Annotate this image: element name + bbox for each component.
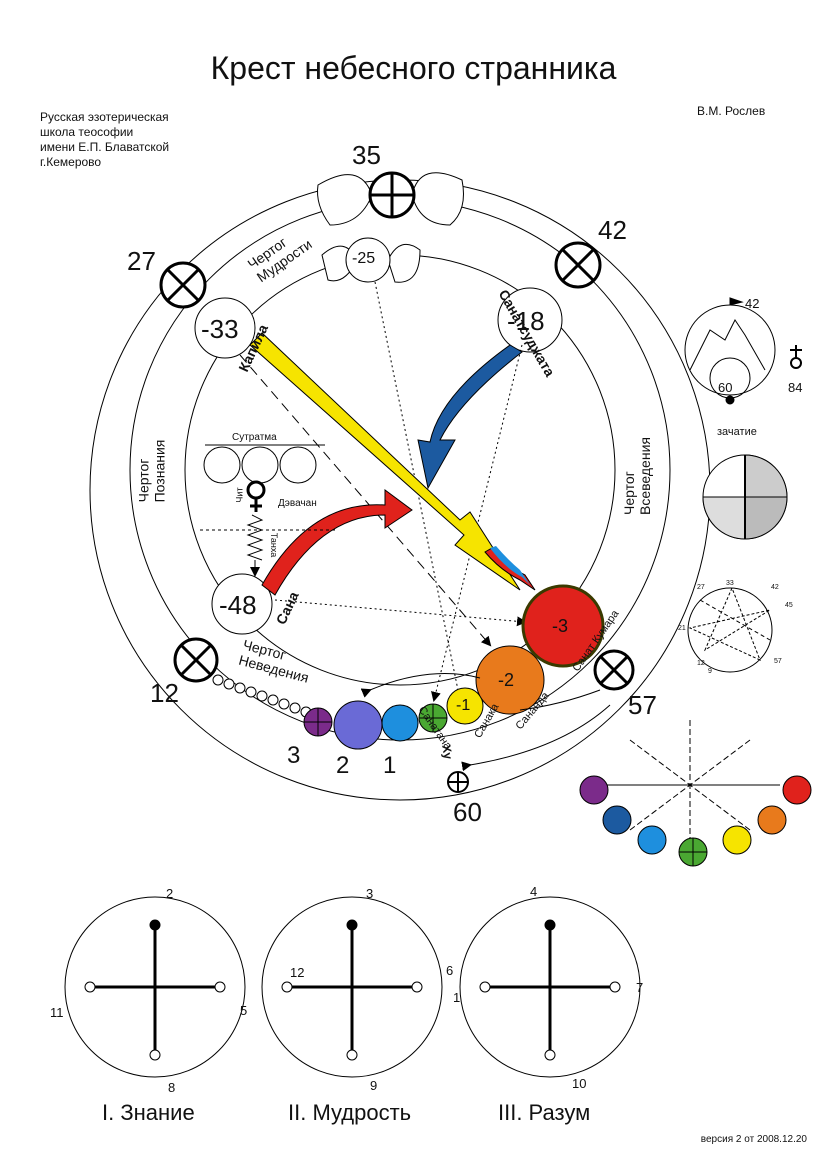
- circle-minus-25: [345, 237, 391, 283]
- label-minus-18: -18: [507, 306, 545, 336]
- bottom3-label: III. Разум: [498, 1100, 591, 1125]
- label-42: 42: [598, 215, 627, 245]
- bottom1-num: 5: [240, 1003, 248, 1018]
- bottom2-num: 9: [370, 1078, 378, 1093]
- org-line: имени Е.П. Блаватской: [40, 140, 170, 154]
- label-minus-33: -33: [201, 314, 239, 344]
- mini-label: 21: [678, 625, 686, 632]
- yellow-circle-minus-1: [446, 687, 484, 725]
- indigo-circle-2: [333, 700, 383, 750]
- devachan-label: Дэвачан: [278, 498, 317, 509]
- star-chart: [687, 587, 773, 673]
- label-12: 12: [150, 678, 179, 708]
- hall-initiation-line: Чертог: [620, 471, 637, 515]
- side-label-42: 42: [745, 296, 760, 311]
- conception-label: зачатие: [717, 426, 757, 438]
- mini-label: 33: [726, 580, 734, 587]
- label-minus-2: -2: [498, 670, 515, 690]
- bottom3-num: 1: [453, 990, 461, 1005]
- org-line: Русская эзотерическая: [40, 110, 169, 124]
- cross-circle-12: [173, 637, 219, 683]
- ignorance-bead-chain: [212, 674, 312, 718]
- wing-right-inner: [387, 243, 421, 283]
- page-title: Крест небесного странника: [210, 50, 617, 86]
- sutratma-label: Сутратма: [232, 432, 277, 443]
- bottom2-num: 12: [290, 965, 305, 980]
- uranus-icon: [790, 345, 802, 369]
- mini-label: 12: [697, 660, 705, 667]
- venus-icon: [246, 480, 266, 512]
- label-60: 60: [453, 797, 482, 827]
- bottom1-label: I. Знание: [102, 1100, 195, 1125]
- side-label-60: 60: [718, 380, 733, 395]
- wing-left-top: [317, 174, 373, 226]
- hall-knowledge-line: Познания: [151, 439, 168, 503]
- label-35: 35: [352, 140, 381, 170]
- label-57: 57: [628, 690, 657, 720]
- circle-minus-18: [497, 287, 563, 353]
- cross-circle-27: [159, 261, 207, 309]
- hall-initiation-line: Всеведения: [636, 437, 653, 515]
- org-line: г.Кемерово: [40, 155, 102, 169]
- circle-minus-48: [211, 573, 273, 635]
- mini-label: 42: [771, 584, 779, 591]
- mini-label: 9: [708, 668, 712, 675]
- label-chain-2: 2: [336, 752, 350, 779]
- name-hu: Ху: [439, 743, 456, 761]
- version-note: версия 2 от 2008.12.20: [700, 1134, 807, 1145]
- hall-knowledge: Чертог Познания: [135, 440, 167, 503]
- organization-info: Русская эзотерическая школа теософии име…: [40, 110, 169, 170]
- bottom2-num: 3: [366, 886, 374, 901]
- label-minus-3: -3: [552, 616, 569, 636]
- blue-circle-1: [381, 704, 419, 742]
- label-chain-1: 1: [383, 752, 397, 779]
- sutratma-loops: [203, 444, 325, 484]
- red-circle-minus-3: [521, 584, 605, 668]
- bottom2-label: II. Мудрость: [288, 1100, 412, 1125]
- org-line: школа теософии: [40, 125, 134, 139]
- bottom2-num: 6: [446, 963, 454, 978]
- bottom3-num: 4: [530, 884, 538, 899]
- mini-label: 27: [697, 584, 705, 591]
- bottom3-num: 7: [636, 980, 644, 995]
- wing-right-top: [411, 172, 464, 226]
- blue-small-arrow: [490, 546, 530, 585]
- hall-initiation: Чертог Всеведения: [621, 437, 653, 515]
- mountain-panel: [684, 297, 776, 405]
- label-minus-25: -25: [352, 250, 376, 267]
- cross-circle-35: [368, 171, 416, 219]
- hall-knowledge-line: Чертог: [135, 458, 152, 503]
- mini-label: 57: [774, 658, 782, 665]
- label-chain-3: 3: [287, 742, 301, 769]
- tanha-label: Танха: [269, 532, 280, 558]
- color-fan: [579, 720, 812, 867]
- circle-minus-33: [194, 297, 256, 359]
- mini-label: 45: [785, 602, 793, 609]
- chit-label: Чит: [234, 487, 245, 503]
- side-label-84: 84: [788, 380, 803, 395]
- orange-circle-minus-2: [475, 645, 545, 715]
- bottom1-num: 11: [50, 1005, 64, 1020]
- bottom-circle-wisdom: [261, 896, 443, 1078]
- author: В.М. Рослев: [697, 104, 766, 118]
- cross-circle-60: [447, 771, 469, 793]
- bottom-circle-reason: [459, 896, 641, 1078]
- red-arrow: [261, 489, 413, 596]
- tanha-zigzag: [246, 514, 264, 561]
- blue-arrow: [417, 344, 523, 490]
- conception-chart: [702, 454, 788, 540]
- bottom1-num: 8: [168, 1080, 176, 1095]
- label-27: 27: [127, 246, 156, 276]
- bottom3-num: 10: [572, 1076, 587, 1091]
- label-minus-1: -1: [456, 697, 471, 714]
- bottom-circle-knowledge: [64, 896, 246, 1078]
- cross-circle-42: [554, 241, 602, 289]
- cross-circle-57: [593, 649, 635, 691]
- label-minus-48: -48: [219, 590, 257, 620]
- bottom1-num: 2: [166, 886, 174, 901]
